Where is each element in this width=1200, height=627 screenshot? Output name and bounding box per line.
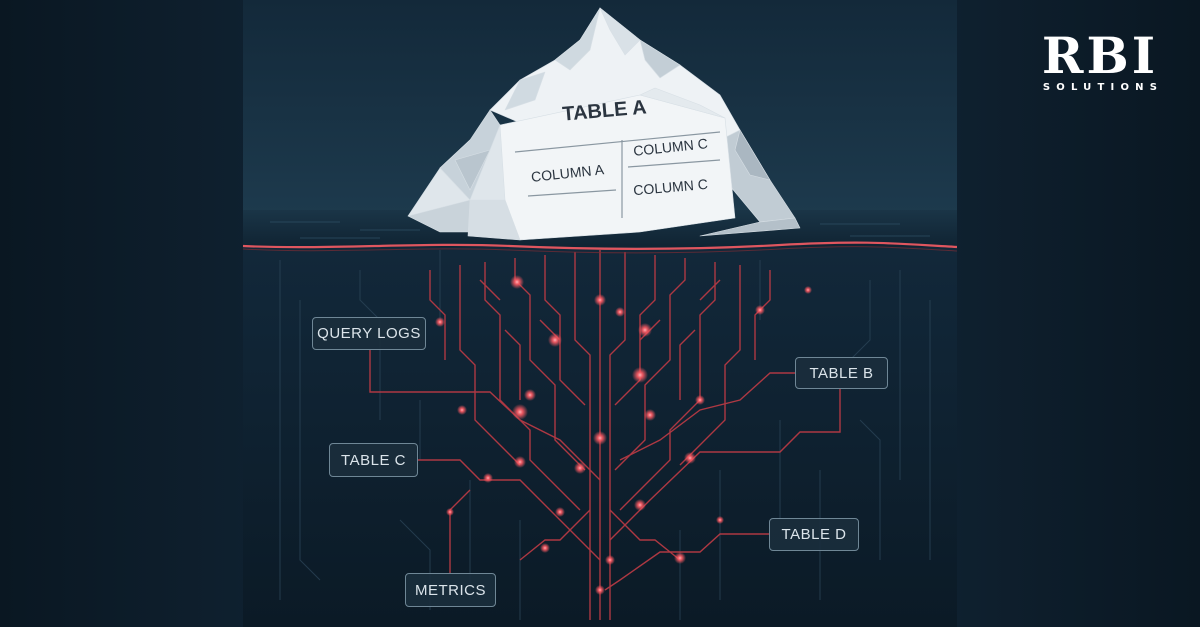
label-query-logs: QUERY LOGS: [312, 317, 426, 350]
label-table-d: TABLE D: [769, 518, 859, 551]
lineage-nodes: [435, 275, 812, 595]
water-line: [242, 241, 958, 250]
logo-mark: RBI: [1041, 26, 1159, 85]
label-table-b: TABLE B: [795, 357, 888, 389]
label-metrics: METRICS: [405, 573, 496, 607]
label-table-b-text: TABLE B: [809, 364, 874, 382]
label-table-c: TABLE C: [329, 443, 418, 477]
label-metrics-text: METRICS: [415, 581, 486, 599]
label-table-c-text: TABLE C: [341, 451, 406, 469]
label-query-logs-text: QUERY LOGS: [317, 325, 421, 342]
water-ripples: [270, 221, 930, 239]
iceberg-column-a: COLUMN A: [530, 161, 605, 185]
iceberg: [407, 7, 801, 241]
label-table-d-text: TABLE D: [781, 526, 847, 543]
iceberg-column-c-top: COLUMN C: [633, 135, 709, 159]
rbi-solutions-logo: RBI SOLUTIONS: [1032, 30, 1168, 96]
iceberg-column-c-bottom: COLUMN C: [633, 176, 709, 198]
logo-subtitle: SOLUTIONS: [1042, 82, 1164, 93]
lineage-traces: [369, 250, 841, 620]
